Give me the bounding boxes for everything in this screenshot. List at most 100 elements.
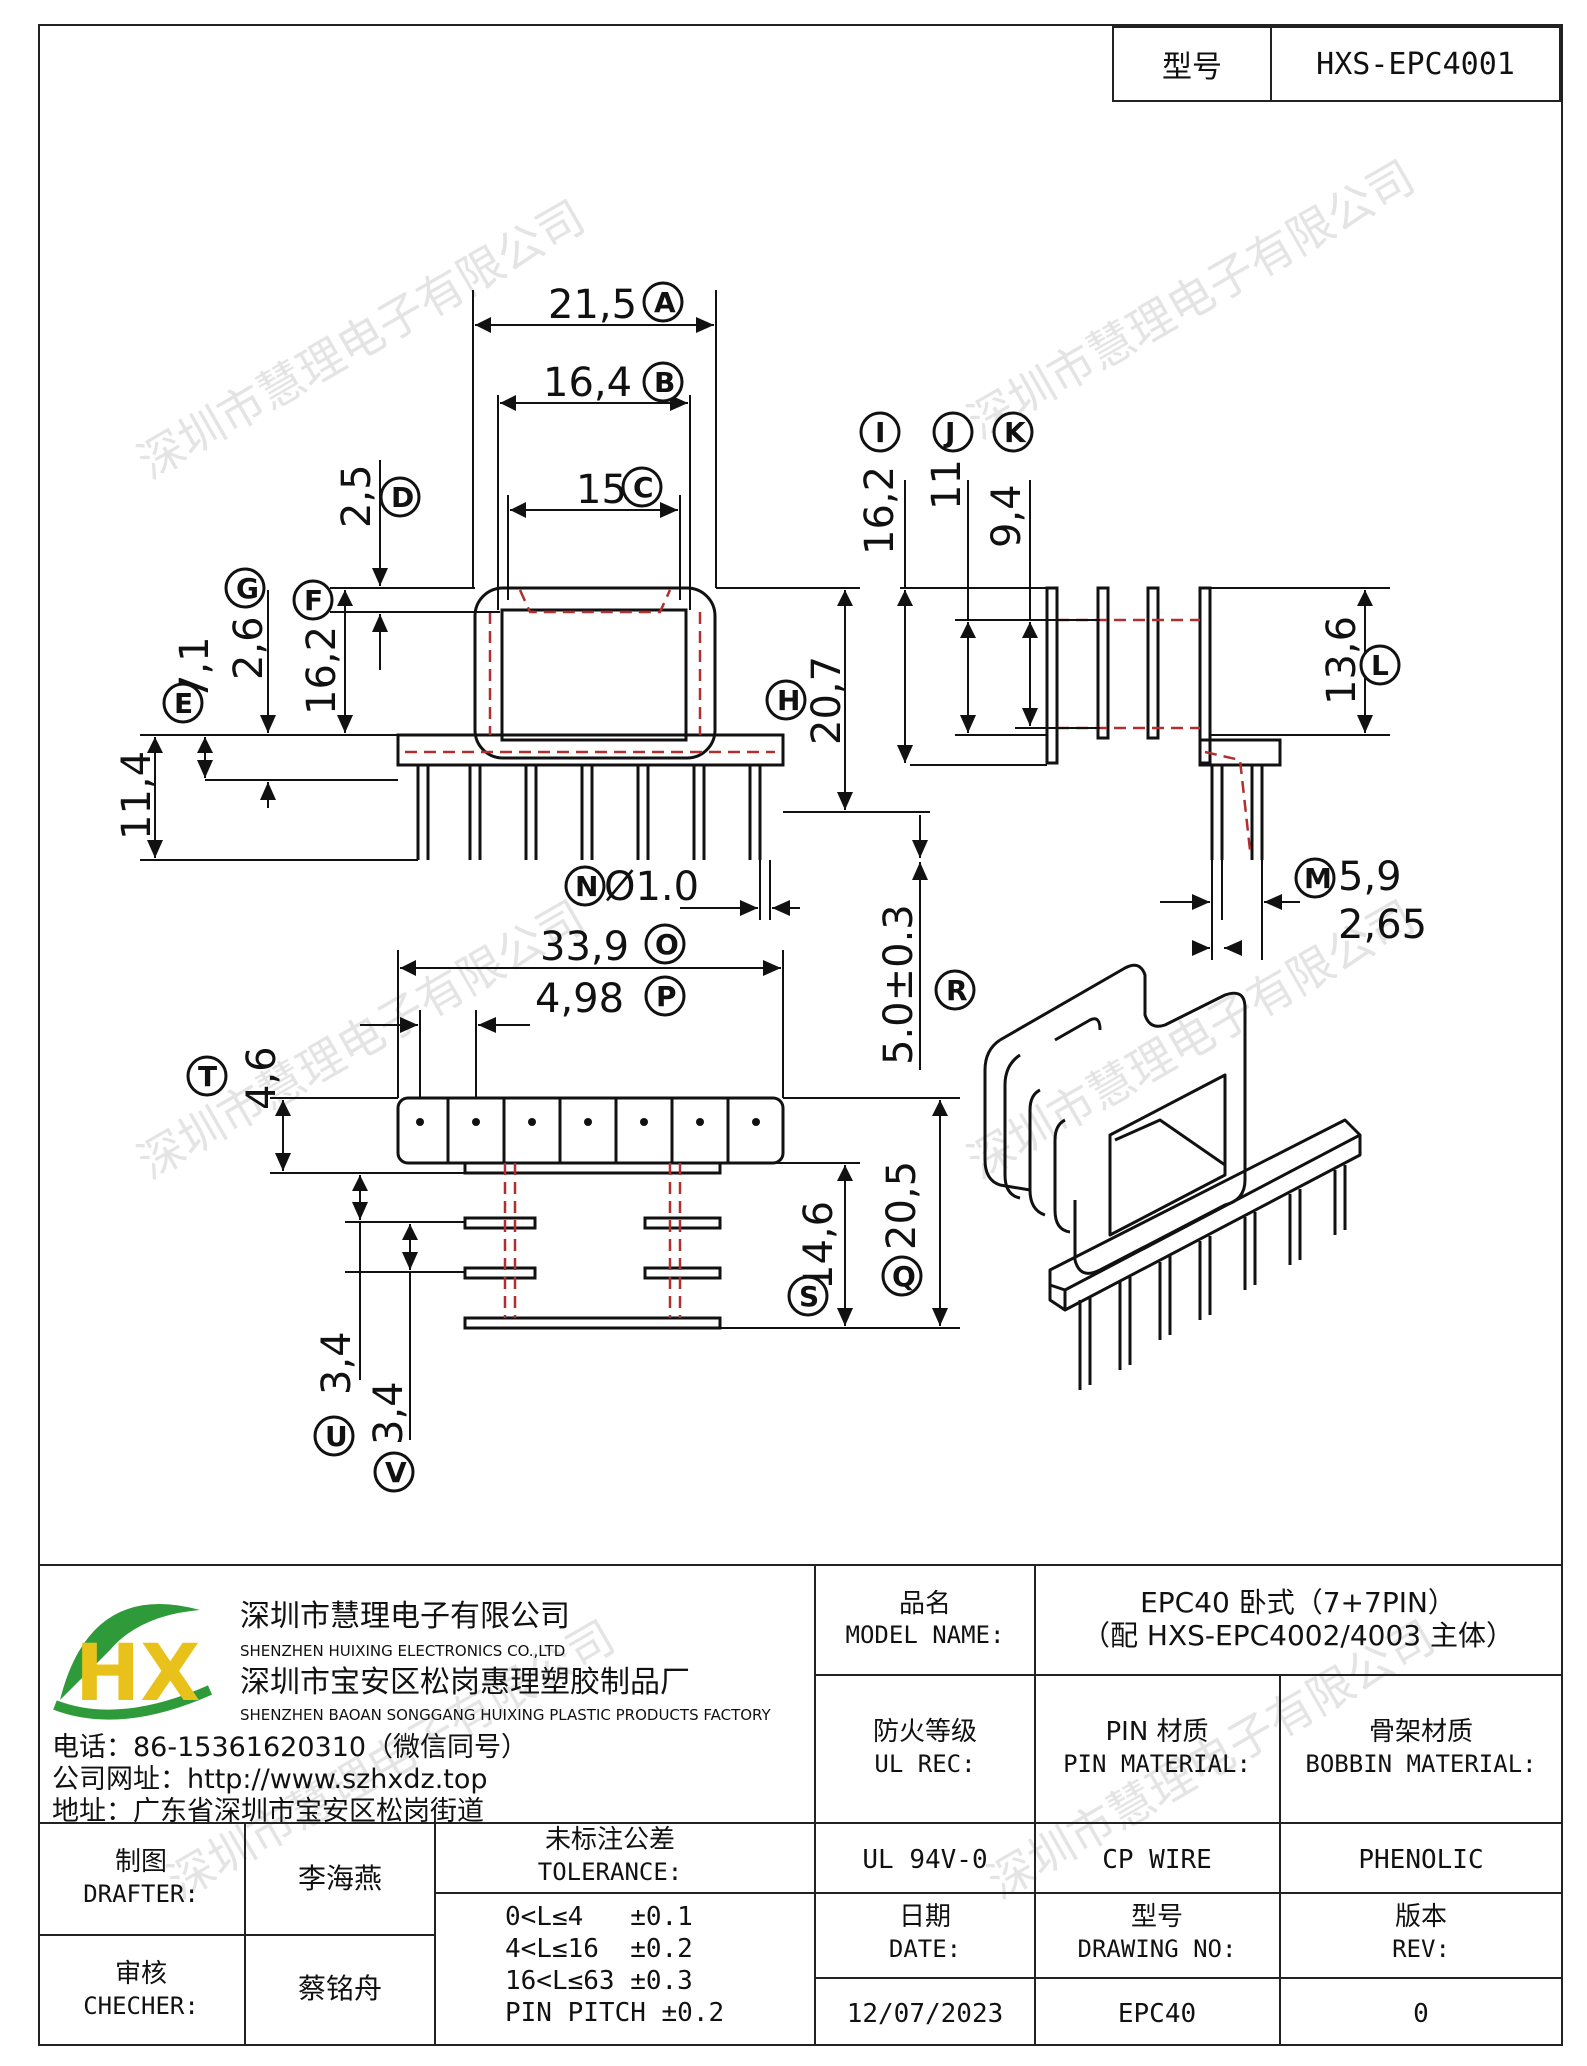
- pin-mat-en: PIN MATERIAL:: [1063, 1750, 1251, 1778]
- model-name-value2: （配 HXS-EPC4002/4003 主体）: [1082, 1619, 1514, 1652]
- letter-k: K: [992, 411, 1034, 453]
- circled-letters: A B C D E F G H I J K L M N O P Q R S T …: [162, 281, 1401, 1493]
- svg-text:D: D: [391, 481, 414, 514]
- letter-f: F: [292, 579, 334, 621]
- letter-u: U: [313, 1415, 355, 1457]
- dim-s: 14,6: [796, 1201, 842, 1290]
- svg-text:J: J: [943, 416, 955, 449]
- tolerance-line-2: 4<L≤16 ±0.2: [505, 1934, 693, 1964]
- letter-l: L: [1359, 644, 1401, 686]
- tolerance-line-3: 16<L≤63 ±0.3: [505, 1966, 693, 1996]
- rev-cn: 版本: [1395, 1902, 1447, 1932]
- bottom-hidden-lines: [503, 1163, 682, 1318]
- dim-e-side: 11,4: [114, 751, 160, 840]
- front-hidden-lines: [405, 589, 775, 754]
- letter-c: C: [621, 466, 663, 508]
- bottom-pin-holes: [416, 1118, 760, 1126]
- company-address: 地址：广东省深圳市宝安区松岗街道: [52, 1796, 484, 1827]
- svg-text:O: O: [655, 928, 679, 961]
- pin-mat-cn: PIN 材质: [1105, 1717, 1208, 1747]
- bobbin-value: PHENOLIC: [1358, 1845, 1483, 1875]
- ul-cn: 防火等级: [873, 1717, 977, 1747]
- letter-q: Q: [881, 1255, 923, 1297]
- checker-name: 蔡铭舟: [298, 1972, 382, 2005]
- date-en: DATE:: [889, 1935, 961, 1963]
- tolerance-en: TOLERANCE:: [538, 1858, 683, 1886]
- dim-m2: 2,65: [1338, 902, 1427, 948]
- svg-text:HX: HX: [75, 1629, 200, 1719]
- dim-b: 16,4: [543, 360, 632, 406]
- drawing-no-cn: 型号: [1131, 1902, 1183, 1932]
- svg-text:Q: Q: [892, 1260, 916, 1293]
- tolerance-line-4: PIN PITCH ±0.2: [505, 1998, 724, 2028]
- isometric-view: [983, 963, 1362, 1390]
- dim-a: 21,5: [548, 282, 637, 328]
- ul-value: UL 94V-0: [862, 1845, 987, 1875]
- dim-f: 16,2: [299, 626, 345, 715]
- watermark-3: 深圳市慧理电子有限公司: [129, 890, 594, 1190]
- dim-u: 3,4: [314, 1331, 360, 1395]
- checker-cn: 审核: [115, 1959, 167, 1989]
- dim-r: 5.0±0.3: [876, 904, 922, 1065]
- bobbin-mat-en: BOBBIN MATERIAL:: [1305, 1750, 1536, 1778]
- factory-name: 深圳市宝安区松岗惠理塑胶制品厂: [240, 1665, 690, 1700]
- dim-d: 2,5: [334, 464, 380, 528]
- svg-text:G: G: [236, 572, 259, 605]
- svg-text:S: S: [799, 1280, 819, 1313]
- letter-i: I: [859, 411, 901, 453]
- company-logo: HX: [53, 1604, 213, 1720]
- svg-text:N: N: [575, 870, 598, 903]
- bottom-view: [396, 1096, 785, 1330]
- letter-b: B: [642, 361, 684, 403]
- drafter-name: 李海燕: [298, 1862, 382, 1895]
- svg-text:F: F: [304, 584, 323, 617]
- drawing-frame: [38, 24, 1563, 2046]
- dim-i: 16,2: [857, 466, 903, 555]
- svg-text:V: V: [385, 1456, 407, 1489]
- checker-en: CHECHER:: [83, 1992, 199, 2020]
- watermark-1: 深圳市慧理电子有限公司: [129, 190, 594, 490]
- letter-r: R: [934, 969, 976, 1011]
- bobbin-mat-cn: 骨架材质: [1369, 1717, 1473, 1747]
- dim-q: 20,5: [879, 1161, 925, 1250]
- model-name-value1: EPC40 卧式（7+7PIN）: [1140, 1586, 1456, 1619]
- company-name: 深圳市慧理电子有限公司: [240, 1599, 570, 1634]
- date-cn: 日期: [899, 1902, 951, 1932]
- dim-c: 15: [576, 467, 627, 513]
- dim-n: Ø1.0: [604, 864, 699, 910]
- model-name-cn: 品名: [899, 1589, 951, 1619]
- dim-h: 20,7: [804, 656, 850, 745]
- svg-text:M: M: [1304, 862, 1332, 895]
- letter-p: P: [644, 975, 686, 1017]
- dim-l: 13,6: [1319, 616, 1365, 705]
- svg-text:H: H: [777, 684, 800, 717]
- tolerance-lines: 0<L≤4 ±0.1 4<L≤16 ±0.2 16<L≤63 ±0.3 PIN …: [505, 1902, 724, 2028]
- dimension-labels: 21,5 16,4 15 2,5 7,1 16,2 2,6 20,7 16,2 …: [114, 282, 1427, 1445]
- date-value: 12/07/2023: [847, 1999, 1004, 2029]
- dim-t: 4,6: [239, 1046, 285, 1110]
- svg-text:E: E: [174, 687, 193, 720]
- header-model-label: 型号: [1112, 26, 1272, 102]
- letter-n: N: [564, 865, 606, 907]
- company-phone: 电话：86-15361620310（微信同号）: [52, 1732, 528, 1763]
- letter-m: M: [1294, 857, 1336, 899]
- letter-o: O: [644, 923, 686, 965]
- header-model-value: HXS-EPC4001: [1270, 26, 1561, 102]
- letter-j: J: [932, 411, 974, 453]
- company-name-en: SHENZHEN HUIXING ELECTRONICS CO.,LTD: [240, 1642, 565, 1660]
- drafter-cn: 制图: [115, 1847, 167, 1877]
- dim-v: 3,4: [366, 1381, 412, 1445]
- side-view: [1045, 586, 1282, 860]
- company-info: 深圳市慧理电子有限公司 SHENZHEN HUIXING ELECTRONICS…: [52, 1599, 772, 1827]
- svg-text:U: U: [325, 1420, 348, 1453]
- factory-name-en: SHENZHEN BAOAN SONGGANG HUIXING PLASTIC …: [240, 1706, 772, 1724]
- svg-text:A: A: [654, 286, 676, 319]
- svg-text:B: B: [654, 366, 675, 399]
- tolerance-line-1: 0<L≤4 ±0.1: [505, 1902, 693, 1932]
- tolerance-cn: 未标注公差: [545, 1825, 675, 1855]
- drawing-no-en: DRAWING NO:: [1078, 1935, 1237, 1963]
- svg-text:L: L: [1371, 649, 1389, 682]
- letter-s: S: [787, 1275, 829, 1317]
- letter-e: E: [162, 682, 204, 724]
